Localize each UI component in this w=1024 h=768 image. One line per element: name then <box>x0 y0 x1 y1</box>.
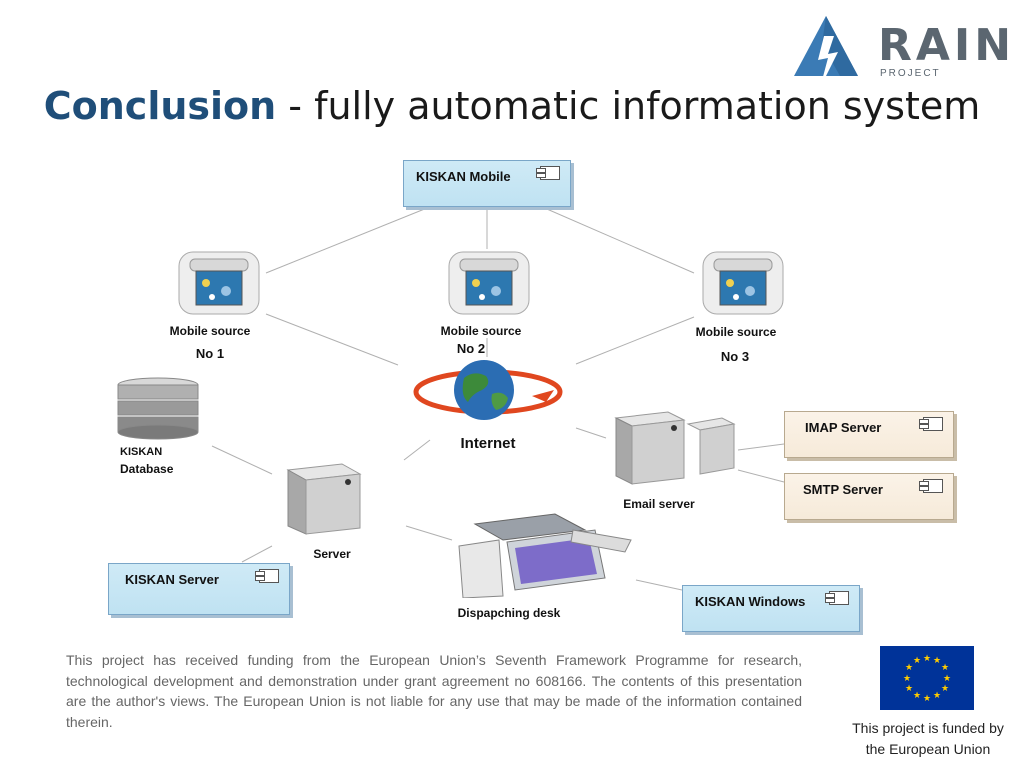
server-label: Server <box>313 547 351 561</box>
mobile-source-3-number: No 3 <box>720 349 750 364</box>
imap-server-box: IMAP Server <box>784 411 954 458</box>
kiskan-mobile-box: KISKAN Mobile <box>403 160 571 207</box>
funding-disclaimer: This project has received funding from t… <box>66 652 802 730</box>
svg-text:★: ★ <box>943 674 951 684</box>
svg-text:★: ★ <box>941 663 949 673</box>
title-rest: - fully automatic information system <box>276 84 981 128</box>
svg-text:★: ★ <box>913 691 921 701</box>
svg-text:★: ★ <box>923 654 931 664</box>
svg-text:★: ★ <box>933 656 941 666</box>
kiskan-server-label: KISKAN Server <box>125 572 219 587</box>
svg-text:★: ★ <box>933 691 941 701</box>
component-icon <box>825 591 849 605</box>
internet-label: Internet <box>460 435 516 452</box>
title-highlight: Conclusion <box>43 84 277 128</box>
component-icon <box>536 166 560 180</box>
svg-text:★: ★ <box>905 663 913 673</box>
eu-funding-line-2: the European Union <box>865 741 991 757</box>
email-server-icon <box>614 411 736 485</box>
mobile-source-1-number: No 1 <box>195 346 225 361</box>
kiskan-windows-label: KISKAN Windows <box>695 594 806 609</box>
component-icon <box>919 479 943 493</box>
smtp-server-box: SMTP Server <box>784 473 954 520</box>
database-label-2: Database <box>120 462 174 476</box>
database-label-1: KISKAN <box>120 446 163 458</box>
svg-text:★: ★ <box>905 684 913 694</box>
server-tower-icon <box>286 463 362 535</box>
logo-subtitle: PROJECT <box>880 68 941 79</box>
eu-flag-icon: ★★★ ★★★ ★★★ ★★★ <box>880 646 974 710</box>
imap-server-label: IMAP Server <box>805 420 882 435</box>
component-icon <box>919 417 943 431</box>
eu-funding-line-1: This project is funded by <box>852 720 1004 736</box>
laptop-desk-icon <box>458 513 632 598</box>
dispatching-desk-label: Dispapching desk <box>457 606 561 620</box>
rain-logo: RAIN PROJECT <box>788 14 1024 92</box>
mobile-source-2-label: Mobile source <box>440 324 522 338</box>
database-icon <box>117 377 199 440</box>
mobile-phone-icon <box>448 251 530 315</box>
mobile-source-2-number: No 2 <box>456 341 486 356</box>
page-title: Conclusion - fully automatic information… <box>0 84 1024 128</box>
kiskan-server-box: KISKAN Server <box>108 563 290 615</box>
mobile-source-3-label: Mobile source <box>695 325 777 339</box>
smtp-server-label: SMTP Server <box>803 482 883 497</box>
kiskan-mobile-label: KISKAN Mobile <box>416 169 511 184</box>
svg-text:★: ★ <box>913 656 921 666</box>
logo-name: RAIN <box>878 20 1016 71</box>
mountain-lightning-icon <box>794 16 858 88</box>
mobile-phone-icon <box>178 251 260 315</box>
svg-text:★: ★ <box>941 684 949 694</box>
svg-text:★: ★ <box>923 694 931 704</box>
svg-text:★: ★ <box>903 674 911 684</box>
mobile-source-1-label: Mobile source <box>169 324 251 338</box>
component-icon <box>255 569 279 583</box>
globe-icon <box>413 360 563 420</box>
kiskan-windows-box: KISKAN Windows <box>682 585 860 632</box>
eu-funding-text: This project is funded by the European U… <box>840 718 1016 760</box>
email-server-label: Email server <box>623 497 695 511</box>
mobile-phone-icon <box>702 251 784 315</box>
